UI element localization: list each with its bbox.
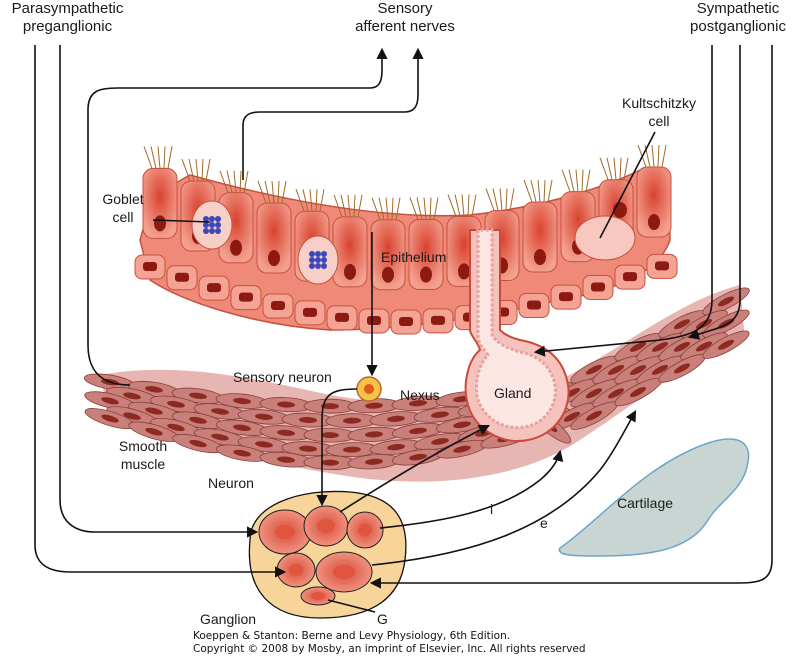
basal-cell — [646, 253, 678, 279]
muscle-cell — [369, 439, 423, 456]
label-parasympathetic-line1: Parasympathetic — [11, 0, 124, 17]
copyright-credit: Koeppen & Stanton: Berne and Levy Physio… — [193, 630, 586, 656]
label-nexus: Nexus — [400, 387, 440, 403]
epithelial-cell — [408, 197, 444, 291]
label-sympathetic: Sympathetic postganglionic — [676, 0, 800, 36]
muscle-cell — [391, 448, 445, 466]
muscle-cell — [413, 406, 467, 423]
label-sympathetic-line2: postganglionic — [690, 18, 786, 35]
label-sensory-line1: Sensory — [377, 0, 433, 17]
label-parasympathetic: Parasympathetic preganglionic — [0, 0, 135, 36]
cartilage-shape — [558, 438, 750, 557]
muscle-cell — [237, 409, 291, 425]
sensory-neuron-cell — [356, 376, 382, 402]
goblet-cell — [297, 235, 339, 285]
kultschitzky-cell — [574, 202, 636, 261]
basal-cell — [294, 300, 326, 326]
basal-cell — [198, 275, 230, 301]
basal-cell — [134, 254, 166, 280]
muscle-cell — [658, 354, 706, 383]
label-i: i — [490, 501, 494, 517]
muscle-cell — [369, 411, 423, 427]
muscle-cell — [128, 401, 180, 421]
basal-cell — [358, 308, 390, 334]
label-sensory-afferent: Sensory afferent nerves — [330, 0, 480, 36]
epithelial-cell — [636, 144, 672, 238]
basal-cell — [262, 293, 294, 319]
label-ganglion: Ganglion — [200, 611, 257, 627]
nerve-pathways — [34, 45, 773, 613]
label-smooth-muscle-line1: Smooth — [118, 438, 168, 454]
muscle-cell — [303, 398, 357, 414]
basal-cell — [390, 309, 422, 335]
epithelium-layer — [134, 144, 678, 335]
epithelial-cell — [370, 197, 406, 291]
label-smooth-muscle-line2: muscle — [120, 456, 166, 472]
label-e: e — [540, 515, 548, 531]
muscle-cell — [281, 441, 335, 457]
label-kultschitzky: Kultschitzky cell — [604, 94, 714, 130]
basal-cell — [518, 293, 550, 319]
muscle-cell — [702, 287, 750, 316]
label-epithelium: Epithelium — [381, 249, 447, 265]
muscle-cell — [259, 397, 313, 413]
basal-cell — [614, 264, 646, 290]
label-sensory-neuron: Sensory neuron — [233, 369, 332, 385]
label-smooth-muscle: Smooth muscle — [108, 437, 178, 473]
muscle-cell — [259, 425, 313, 441]
basal-cell — [582, 274, 614, 300]
label-kultschitzky-line1: Kultschitzky — [622, 95, 696, 111]
muscle-cell — [391, 422, 445, 439]
gland-shape — [464, 228, 570, 442]
credit-line2: Copyright © 2008 by Mosby, an imprint of… — [193, 643, 586, 655]
ganglion — [248, 490, 407, 619]
muscle-cell — [436, 439, 488, 459]
label-goblet: Goblet cell — [90, 190, 156, 226]
epithelial-cell — [522, 179, 558, 273]
label-g: G — [377, 611, 388, 627]
label-cartilage: Cartilage — [617, 495, 674, 511]
muscle-cell — [215, 444, 269, 462]
muscle-cell — [702, 330, 750, 359]
label-sympathetic-line1: Sympathetic — [696, 0, 780, 17]
label-goblet-line1: Goblet — [102, 191, 144, 207]
epithelial-cell — [256, 180, 292, 274]
muscle-cell — [194, 428, 246, 446]
label-gland: Gland — [494, 385, 532, 401]
basal-cell — [326, 305, 358, 331]
label-parasympathetic-line2: preganglionic — [22, 18, 113, 35]
credit-line1: Koeppen & Stanton: Berne and Levy Physio… — [193, 630, 511, 642]
muscle-cell — [281, 412, 335, 428]
goblet-cell — [191, 200, 233, 250]
basal-cell — [550, 284, 582, 310]
basal-cell — [422, 308, 454, 334]
basal-cell — [166, 265, 198, 291]
muscle-cell — [259, 451, 313, 468]
label-goblet-line2: cell — [112, 209, 134, 225]
label-neuron: Neuron — [208, 475, 254, 491]
label-sensory-line2: afferent nerves — [355, 18, 455, 35]
label-kultschitzky-line2: cell — [648, 113, 670, 129]
muscle-cell — [325, 442, 379, 458]
muscle-cell — [215, 393, 269, 409]
basal-cell — [230, 285, 262, 311]
